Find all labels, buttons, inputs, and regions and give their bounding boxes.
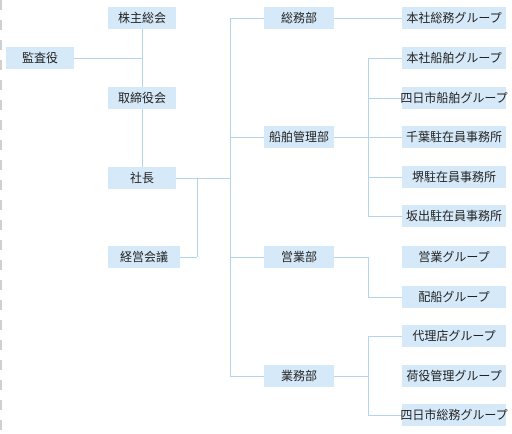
- shareholders-meeting-box: 株主総会: [108, 7, 176, 29]
- connector-line: [368, 58, 402, 59]
- connector-line: [230, 137, 264, 138]
- office-box: 千葉駐在員事務所: [402, 126, 506, 148]
- connector-line: [334, 18, 402, 19]
- connector-line: [197, 178, 198, 257]
- connector-line: [368, 177, 402, 178]
- connector-line: [368, 257, 369, 297]
- connector-line: [368, 336, 402, 337]
- department-box-operations: 業務部: [264, 365, 334, 387]
- group-box: 荷役管理グループ: [402, 365, 506, 387]
- department-box-sales: 営業部: [264, 246, 334, 268]
- office-box: 坂出駐在員事務所: [402, 205, 506, 227]
- group-box: 代理店グループ: [402, 325, 506, 347]
- management-meeting-box: 経営会議: [108, 246, 180, 268]
- group-box: 本社船舶グループ: [402, 47, 506, 69]
- connector-line: [230, 376, 264, 377]
- connector-line: [74, 58, 142, 59]
- auditor-box: 監査役: [6, 47, 74, 69]
- group-box: 営業グループ: [402, 246, 506, 268]
- connector-line: [176, 178, 230, 179]
- connector-line: [230, 18, 231, 376]
- connector-line: [368, 415, 402, 416]
- connector-line: [368, 137, 402, 138]
- department-box-general-affairs: 総務部: [264, 7, 334, 29]
- president-box: 社長: [108, 167, 176, 189]
- group-box: 四日市船舶グループ: [400, 87, 508, 109]
- connector-line: [180, 257, 197, 258]
- connector-line: [368, 98, 402, 99]
- page-edge-marker: [0, 0, 2, 434]
- board-box: 取締役会: [108, 87, 176, 109]
- group-box: 四日市総務グループ: [400, 404, 508, 426]
- connector-line: [334, 257, 368, 258]
- connector-line: [368, 336, 369, 415]
- group-box: 配船グループ: [402, 286, 506, 308]
- connector-line: [334, 137, 368, 138]
- connector-line: [230, 257, 264, 258]
- connector-line: [368, 297, 402, 298]
- connector-line: [334, 376, 368, 377]
- department-box-ship-management: 船舶管理部: [264, 126, 334, 148]
- office-box: 堺駐在員事務所: [402, 166, 506, 188]
- group-box: 本社総務グループ: [402, 7, 506, 29]
- connector-line: [230, 18, 264, 19]
- connector-line: [368, 216, 402, 217]
